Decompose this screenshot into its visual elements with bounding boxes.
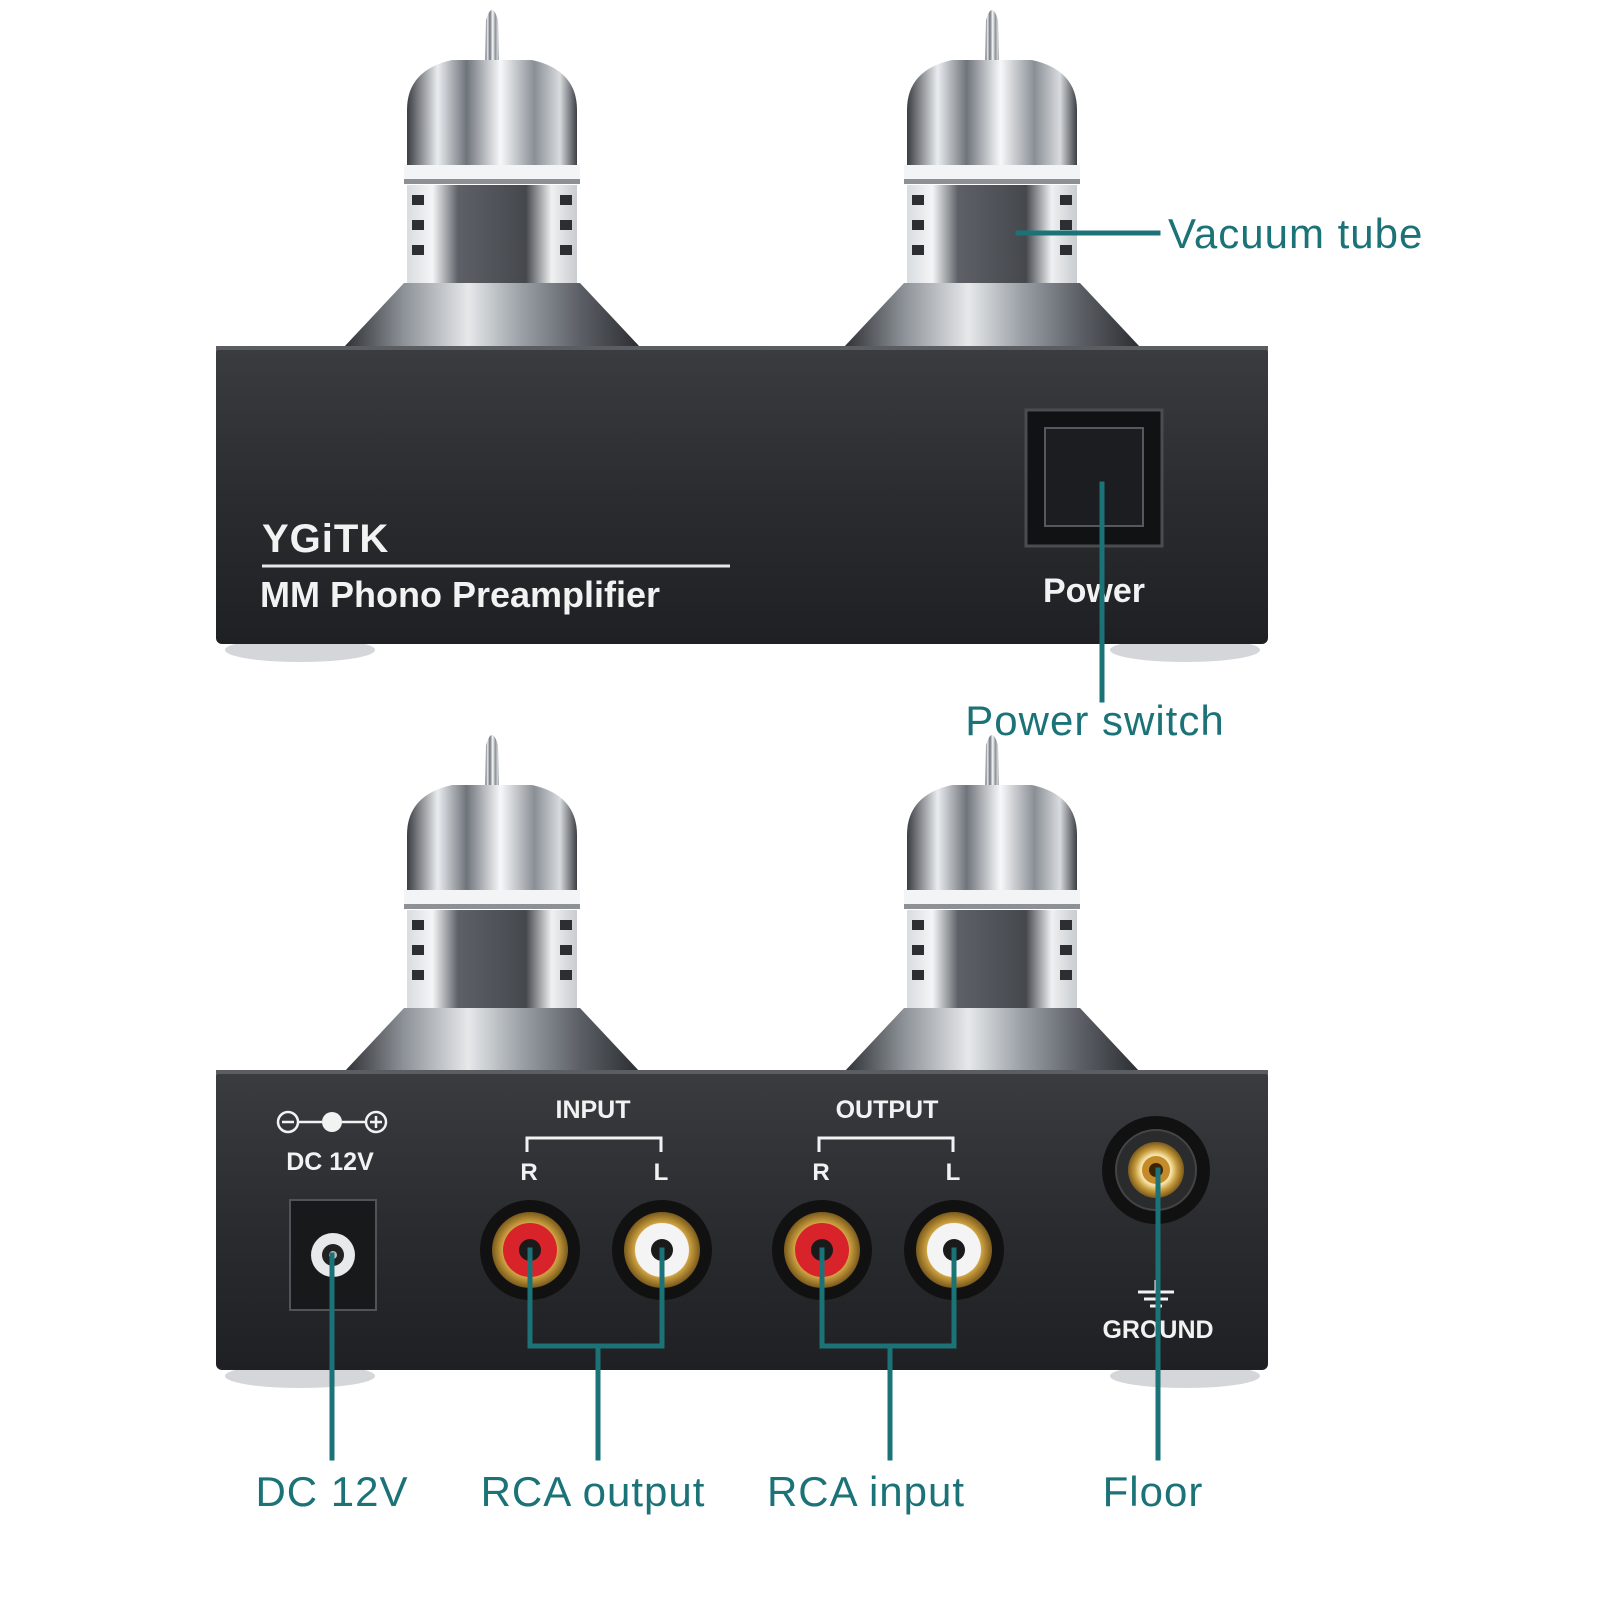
callout-line-rca-input [819,1247,957,1461]
power-label: Power [1043,572,1145,610]
dc-panel-label: DC 12V [286,1148,374,1176]
callouts [329,230,1161,1461]
rear-unit: DC 12V INPUT R L OUTPUT R L [216,735,1268,1388]
callout-rca-input: RCA input [767,1468,965,1515]
callout-floor: Floor [1103,1468,1204,1515]
polarity-icon [276,1110,388,1134]
callout-power-switch: Power switch [965,697,1224,744]
callout-dc-12v: DC 12V [255,1468,408,1515]
front-left-vacuum-tube [344,10,640,347]
input-right-label: R [520,1159,537,1186]
brand-logo: YGiTK [262,517,389,561]
model-name: MM Phono Preamplifier [260,574,660,615]
power-button[interactable] [1044,427,1144,527]
output-left-label: L [946,1159,961,1186]
input-left-label: L [654,1159,669,1186]
callout-rca-output: RCA output [481,1468,706,1515]
output-right-label: R [812,1159,829,1186]
rear-left-vacuum-tube [344,735,640,1072]
front-right-vacuum-tube [844,10,1140,347]
output-label: OUTPUT [836,1096,939,1124]
front-chassis [216,346,1268,644]
callout-line-rca-output [527,1247,665,1461]
input-label: INPUT [556,1096,631,1124]
rear-right-vacuum-tube [844,735,1140,1072]
rear-chassis [216,1070,1268,1370]
callout-vacuum-tube: Vacuum tube [1168,210,1423,257]
front-unit: YGiTK MM Phono Preamplifier Power [216,10,1268,662]
